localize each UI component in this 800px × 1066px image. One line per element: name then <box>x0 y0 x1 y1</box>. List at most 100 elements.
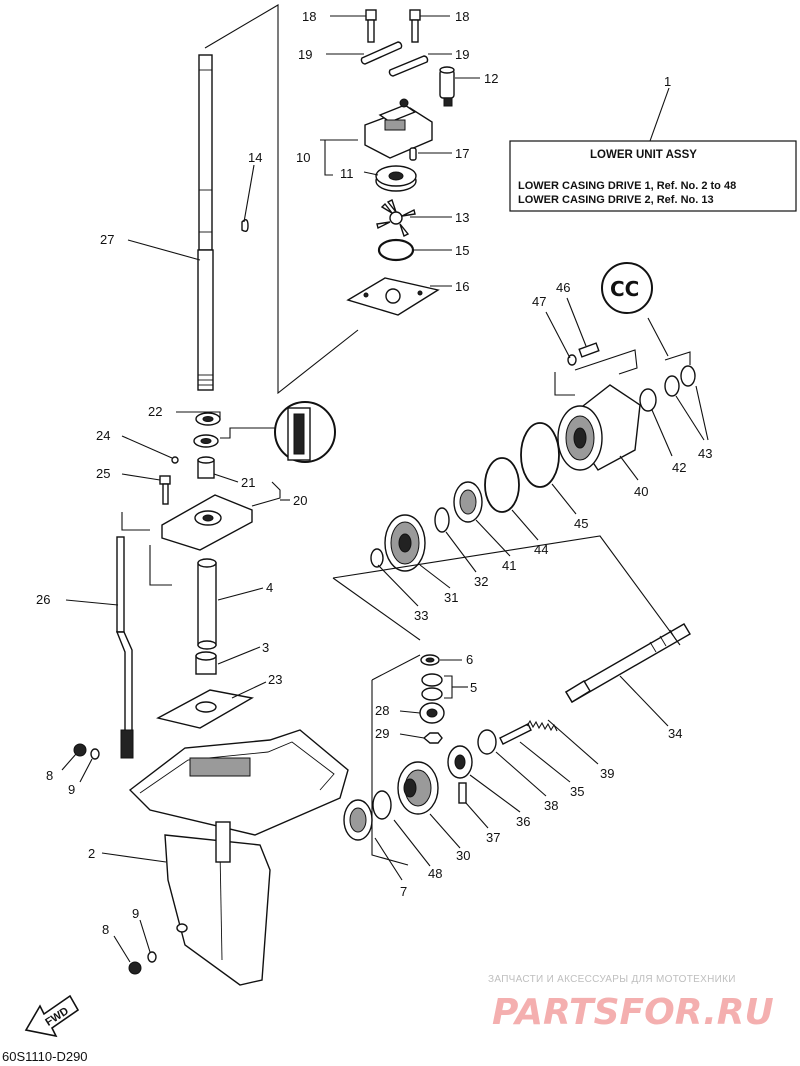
spring-39 <box>526 719 558 732</box>
lower-casing-2 <box>128 729 349 986</box>
bolt-46 <box>578 342 600 358</box>
screw-8-lower <box>128 961 142 975</box>
cc-badge: CC <box>601 262 653 314</box>
callout-17: 17 <box>455 146 469 161</box>
seal-42 <box>639 388 657 412</box>
callout-37: 37 <box>486 830 500 845</box>
callout-3: 3 <box>262 640 269 655</box>
callout-28: 28 <box>375 703 389 718</box>
forward-gear-31 <box>384 514 426 572</box>
callout-19-left: 19 <box>298 47 312 62</box>
callout-30: 30 <box>456 848 470 863</box>
callout-41: 41 <box>502 558 516 573</box>
nut-29 <box>422 732 443 744</box>
bearing-5 <box>421 673 443 701</box>
callout-8-lower: 8 <box>102 922 109 937</box>
impeller-13 <box>376 199 416 237</box>
callout-9-upper: 9 <box>68 782 75 797</box>
bolt-18-right <box>409 9 421 43</box>
water-tube-12 <box>439 66 455 107</box>
outer-plate-16 <box>346 277 440 316</box>
propeller-shaft-34 <box>565 623 691 703</box>
callout-labels: 2 3 4 5 6 7 8 8 9 9 10 11 12 13 14 15 16… <box>36 9 712 937</box>
callout-42: 42 <box>672 460 686 475</box>
callout-34: 34 <box>668 726 682 741</box>
callout-44: 44 <box>534 542 548 557</box>
bearing-badge <box>274 401 336 463</box>
shift-rod-26 <box>115 536 134 759</box>
upper-group-bracket <box>121 4 359 586</box>
callout-10: 10 <box>296 150 310 165</box>
water-pipe-4 <box>197 558 217 650</box>
bolt-25 <box>159 475 171 505</box>
plunger-35 <box>499 723 532 745</box>
bearing-41 <box>453 481 483 523</box>
callout-2: 2 <box>88 846 95 861</box>
callout-23: 23 <box>268 672 282 687</box>
callout-6: 6 <box>466 652 473 667</box>
pin-17 <box>409 147 417 161</box>
info-box-title: LOWER UNIT ASSY <box>590 149 697 161</box>
washer-plate-19-left <box>360 41 403 65</box>
fwd-arrow: FWD <box>24 994 80 1038</box>
drive-shaft <box>197 54 214 391</box>
propeller-shaft-housing-40 <box>557 384 641 471</box>
callout-40: 40 <box>634 484 648 499</box>
reverse-gear-30 <box>397 761 439 815</box>
callout-27: 27 <box>100 232 114 247</box>
callout-11: 11 <box>340 166 354 181</box>
callout-9-lower: 9 <box>132 906 139 921</box>
o-ring-45 <box>520 422 560 488</box>
washer-6 <box>420 654 440 666</box>
info-box-ref: 1 <box>664 74 671 89</box>
callout-12: 12 <box>484 71 498 86</box>
insert-cartridge-11 <box>375 165 417 192</box>
callout-18-left: 18 <box>302 9 316 24</box>
grommet-3 <box>195 651 217 675</box>
callout-48: 48 <box>428 866 442 881</box>
washer-plate-19-right <box>388 55 429 77</box>
bolt-18-left <box>365 9 377 43</box>
shim-32 <box>434 507 450 533</box>
oil-seal-housing-20 <box>161 494 253 551</box>
shim-48 <box>372 790 392 820</box>
callout-38: 38 <box>544 798 558 813</box>
callout-14: 14 <box>248 150 262 165</box>
cc-badge-label: CC <box>610 277 639 301</box>
pin-37 <box>458 782 467 804</box>
callout-4: 4 <box>266 580 273 595</box>
callout-25: 25 <box>96 466 110 481</box>
callout-22: 22 <box>148 404 162 419</box>
callout-32: 32 <box>474 574 488 589</box>
screw-8-upper <box>73 743 87 757</box>
o-ring-44 <box>484 457 520 513</box>
callout-7: 7 <box>400 884 407 899</box>
bushing-21 <box>197 456 215 479</box>
watermark-brand: PARTSFOR.RU <box>492 992 774 1033</box>
gear-group-bracket <box>332 349 691 866</box>
callout-46: 46 <box>556 280 570 295</box>
callout-8-upper: 8 <box>46 768 53 783</box>
callout-35: 35 <box>570 784 584 799</box>
info-box-line-1: LOWER CASING DRIVE 1, Ref. No. 2 to 48 <box>518 180 736 192</box>
gasket-ring-15 <box>377 238 415 262</box>
watermark: ЗАПЧАСТИ И АКСЕССУАРЫ ДЛЯ МОТОТЕХНИКИ PA… <box>488 974 774 1033</box>
pump-housing-10 <box>364 98 433 159</box>
clutch-36 <box>447 745 473 779</box>
gasket-23 <box>156 689 254 729</box>
callout-43: 43 <box>698 446 712 461</box>
seal-43a <box>664 375 680 397</box>
callout-18-right: 18 <box>455 9 469 24</box>
pinion-28 <box>419 702 445 724</box>
woodruff-key <box>241 219 249 233</box>
callout-20: 20 <box>293 493 307 508</box>
callout-29: 29 <box>375 726 389 741</box>
callout-26: 26 <box>36 592 50 607</box>
watermark-tagline: ЗАПЧАСТИ И АКСЕССУАРЫ ДЛЯ МОТОТЕХНИКИ <box>488 974 736 985</box>
callout-24: 24 <box>96 428 110 443</box>
info-box-line-2: LOWER CASING DRIVE 2, Ref. No. 13 <box>518 194 714 206</box>
callout-21: 21 <box>241 475 255 490</box>
seal-43b <box>680 365 696 387</box>
washer-9-lower <box>147 951 157 963</box>
